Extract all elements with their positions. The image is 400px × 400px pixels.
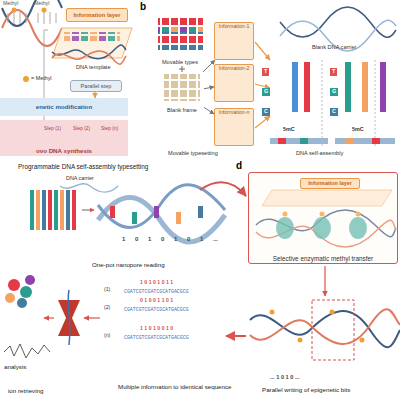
text-label: CGATCGTCGATCGCATGACGCG [124, 335, 189, 340]
text-label: d [236, 160, 242, 171]
node-text: Information layer [73, 12, 120, 18]
text-label: ion retrieving [8, 388, 43, 395]
process-box: Information-1 [214, 22, 254, 60]
text-label: = Methyl [31, 76, 52, 82]
text-label: 1 0 1 0 1 0 1 ... [122, 236, 218, 243]
process-box: Information layer [66, 8, 128, 22]
process-box: Information-n [214, 108, 254, 146]
text-label: Programmable DNA self-assembly typesetti… [18, 163, 148, 170]
text-label: Parallel writing of epigenetic bits [262, 387, 350, 394]
text-label: T [330, 68, 337, 76]
text-label: T [262, 68, 269, 76]
text-label: G [262, 88, 270, 96]
node-text: ovo DNA synthesis [36, 148, 92, 155]
process-box: Movable types [155, 14, 205, 66]
node-text: Information layer [308, 181, 352, 187]
text-label: 0 1 0 0 1 1 0 1 [140, 298, 173, 304]
text-label: (2) [104, 305, 110, 311]
node-text: Information-2 [219, 66, 250, 72]
node-text: Information-n [219, 110, 250, 116]
process-box: Blank frame [160, 72, 204, 114]
text-label: CGATCGTCGATCGCATGACGCG [124, 307, 189, 312]
text-label: Methyl [3, 1, 18, 7]
text-label: 1 1 0 1 0 0 1 0 [140, 326, 173, 332]
text-label: Step (1) [44, 126, 61, 131]
node-text: Selective enzymatic methyl transfer [273, 255, 374, 262]
text-label: 5mC [283, 127, 295, 133]
assembly-bars [292, 62, 386, 112]
text-label: G [330, 88, 338, 96]
text-label: analysis [4, 364, 26, 371]
node-text: Information-1 [219, 24, 250, 30]
text-label: DNA carrier [66, 176, 94, 182]
text-label: Methyl [34, 1, 49, 7]
process-box: enetic modification [0, 98, 128, 116]
process-box: Parallel step [70, 80, 122, 92]
node-text: Blank frame [167, 107, 197, 113]
process-box: Information-2 [214, 64, 254, 102]
text-label: Multiple information to identical sequen… [118, 384, 232, 391]
text-label: C [330, 108, 338, 116]
text-label: Step (2) [73, 126, 90, 131]
node-text: enetic modification [36, 104, 92, 111]
node-text: Movable types [162, 59, 198, 65]
text-label: DNA template [76, 64, 111, 70]
text-label: ... 1 0 1 0 ... [270, 374, 300, 380]
text-label: (n) [104, 333, 110, 339]
text-label: DNA self-assembly [296, 150, 343, 156]
connector-arrow [204, 107, 214, 114]
node-text: Parallel step [81, 83, 112, 89]
text-label: 5mC [352, 127, 364, 133]
text-label: CGATCGTCGATCGCATGACGCG [124, 289, 189, 294]
connector-arrow [204, 87, 214, 89]
text-label: C [262, 108, 270, 116]
dna-helix [2, 0, 62, 46]
process-box: ovo DNA synthesis [0, 120, 128, 156]
text-label: b [140, 1, 146, 12]
text-label: Blank DNA carrier [312, 44, 356, 50]
text-label: (1) [104, 287, 110, 293]
text-label: Movable typesetting [168, 150, 218, 156]
text-label: 1 0 1 0 1 0 1 1 [140, 280, 173, 286]
text-label: One-pot nanopore reading [92, 262, 165, 269]
process-box: Selective enzymatic methyl transfer Infor… [248, 172, 398, 264]
text-label: Step (n) [101, 126, 118, 131]
process-box: Information layer [300, 178, 360, 189]
